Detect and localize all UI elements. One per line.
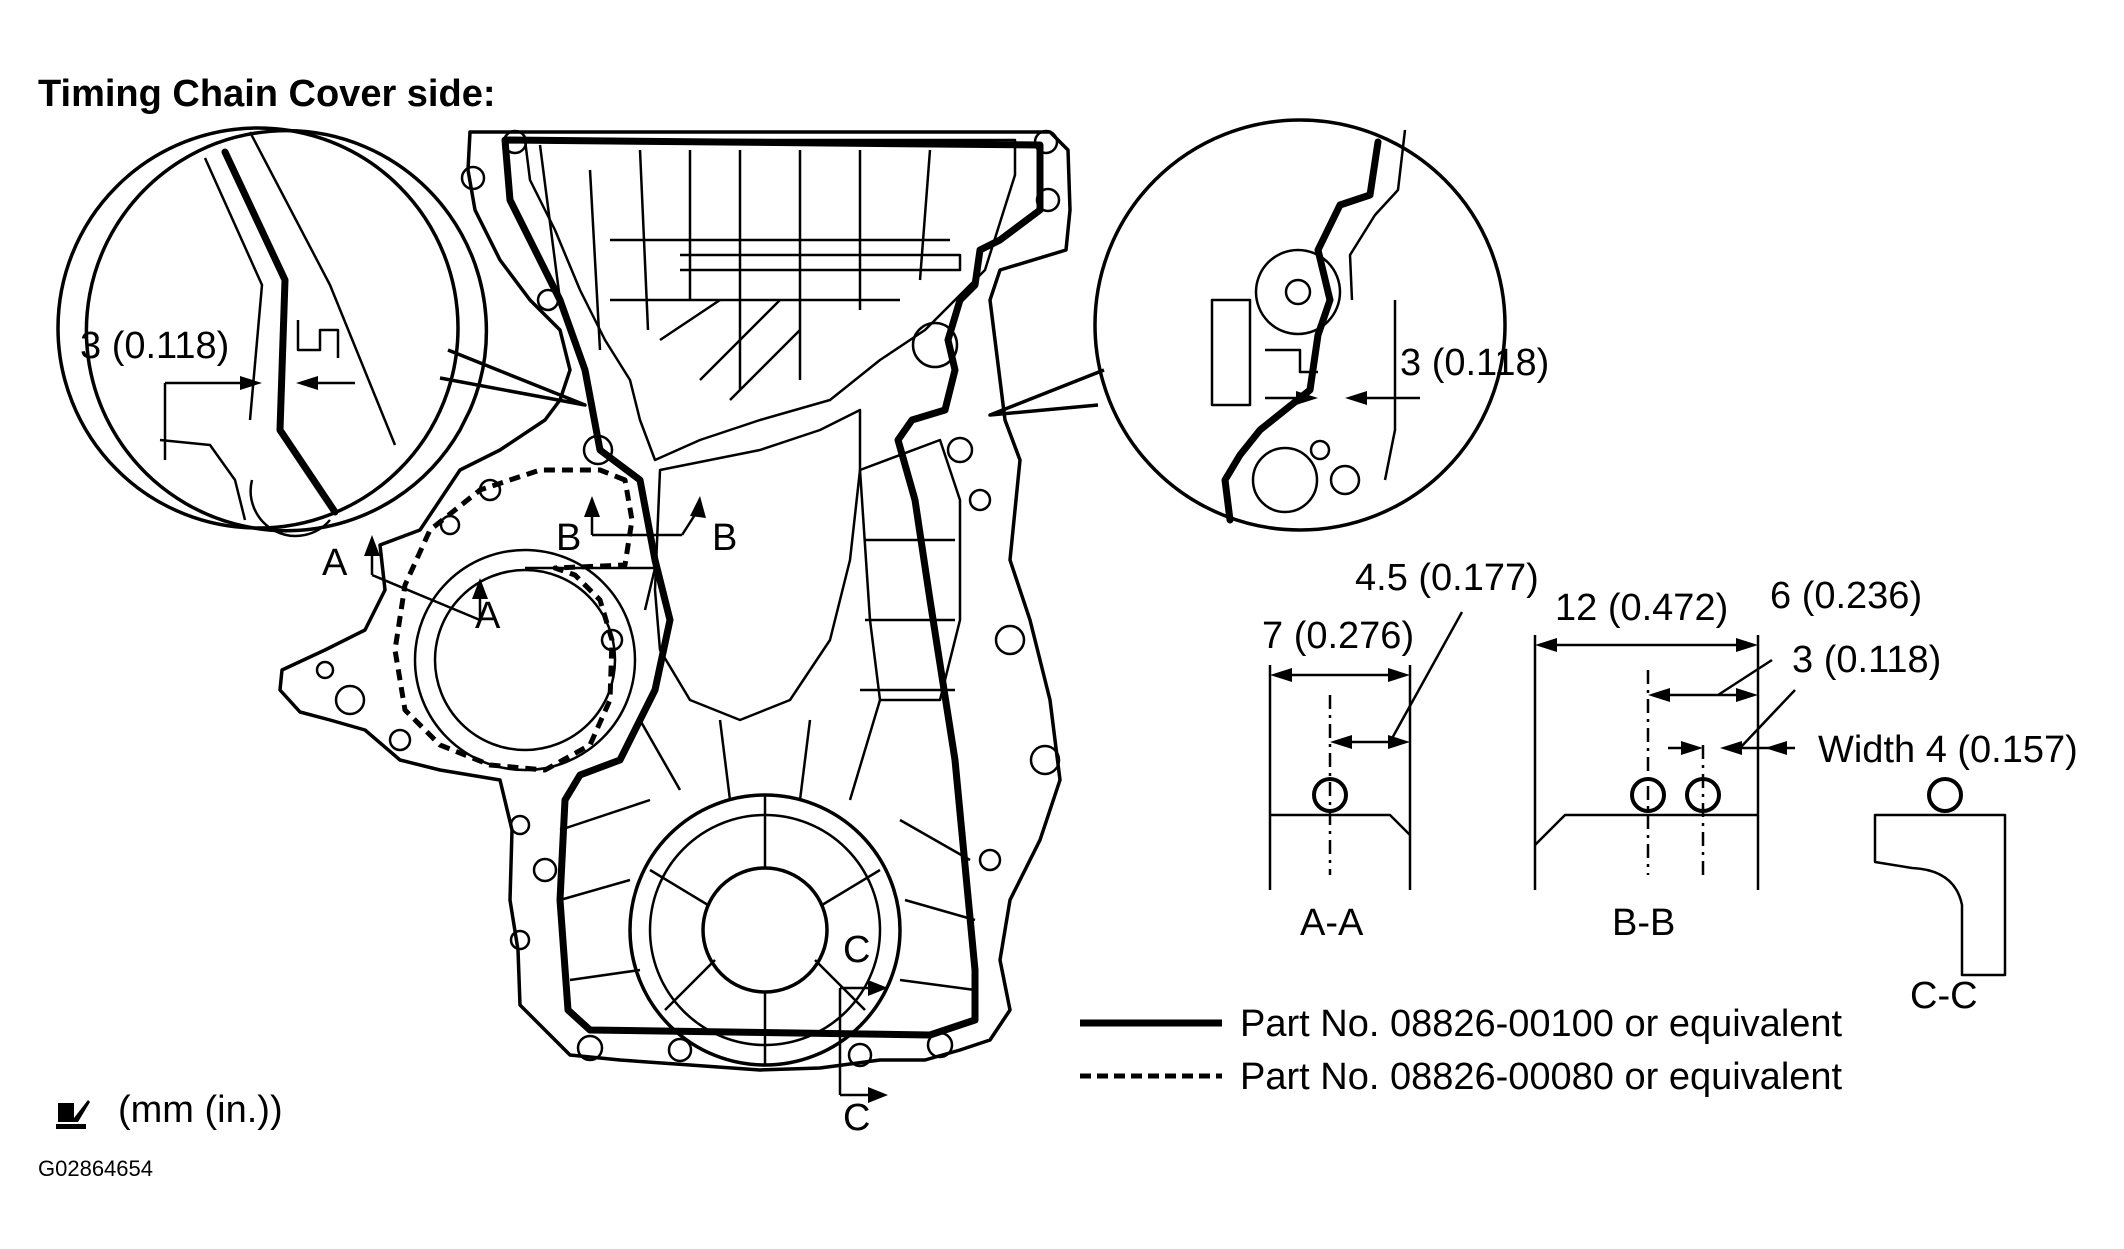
measurement-icon (56, 1100, 90, 1129)
timing-cover-body (278, 129, 1072, 1072)
section-bb-spacing-dimension: 6 (0.236) (1770, 575, 1922, 617)
section-marker-c: C C (838, 929, 888, 1139)
section-bb: 12 (0.472) 6 (0.236) 3 (0.118) Width 4 (… (1533, 575, 2078, 944)
detail-circle-left: 3 (0.118) (56, 126, 587, 538)
section-bb-offset-dimension: 3 (0.118) (1792, 639, 1941, 681)
legend: Part No. 08826-00100 or equivalent Part … (1080, 1003, 1843, 1098)
section-c-upper-label: C (843, 929, 870, 971)
section-a-lower-label: A (475, 595, 501, 637)
section-b-right-label: B (712, 517, 737, 559)
seal-line-solid (501, 136, 1044, 1039)
section-c-lower-label: C (843, 1097, 870, 1139)
legend-solid-label: Part No. 08826-00100 or equivalent (1240, 1003, 1843, 1045)
detail-circle-right: 3 (0.118) (988, 118, 1549, 532)
figure-code: G02864654 (38, 1156, 153, 1181)
section-a-upper-label: A (322, 542, 348, 584)
seal-line-dashed (392, 467, 635, 773)
section-cc-label: C-C (1910, 975, 1978, 1017)
right-detail-dimension: 3 (0.118) (1400, 342, 1549, 384)
section-aa-width-dimension: 7 (0.276) (1262, 615, 1414, 657)
section-aa-offset-dimension: 4.5 (0.177) (1355, 557, 1539, 599)
section-bb-label: B-B (1612, 902, 1675, 944)
section-aa-label: A-A (1300, 902, 1364, 944)
section-cc: C-C (1873, 777, 2007, 1017)
left-detail-dimension: 3 (0.118) (80, 325, 229, 367)
section-marker-b: B B (556, 496, 737, 559)
diagram-title: Timing Chain Cover side: (38, 73, 495, 115)
section-bb-width-dimension: 12 (0.472) (1555, 587, 1728, 629)
units-label: (mm (in.)) (118, 1089, 283, 1131)
section-b-left-label: B (556, 517, 581, 559)
section-marker-a: A A (322, 535, 501, 637)
legend-dashed-label: Part No. 08826-00080 or equivalent (1240, 1056, 1843, 1098)
section-bb-bead-width-dimension: Width 4 (0.157) (1818, 729, 2078, 771)
section-aa: 7 (0.276) 4.5 (0.177) A-A (1262, 557, 1539, 944)
